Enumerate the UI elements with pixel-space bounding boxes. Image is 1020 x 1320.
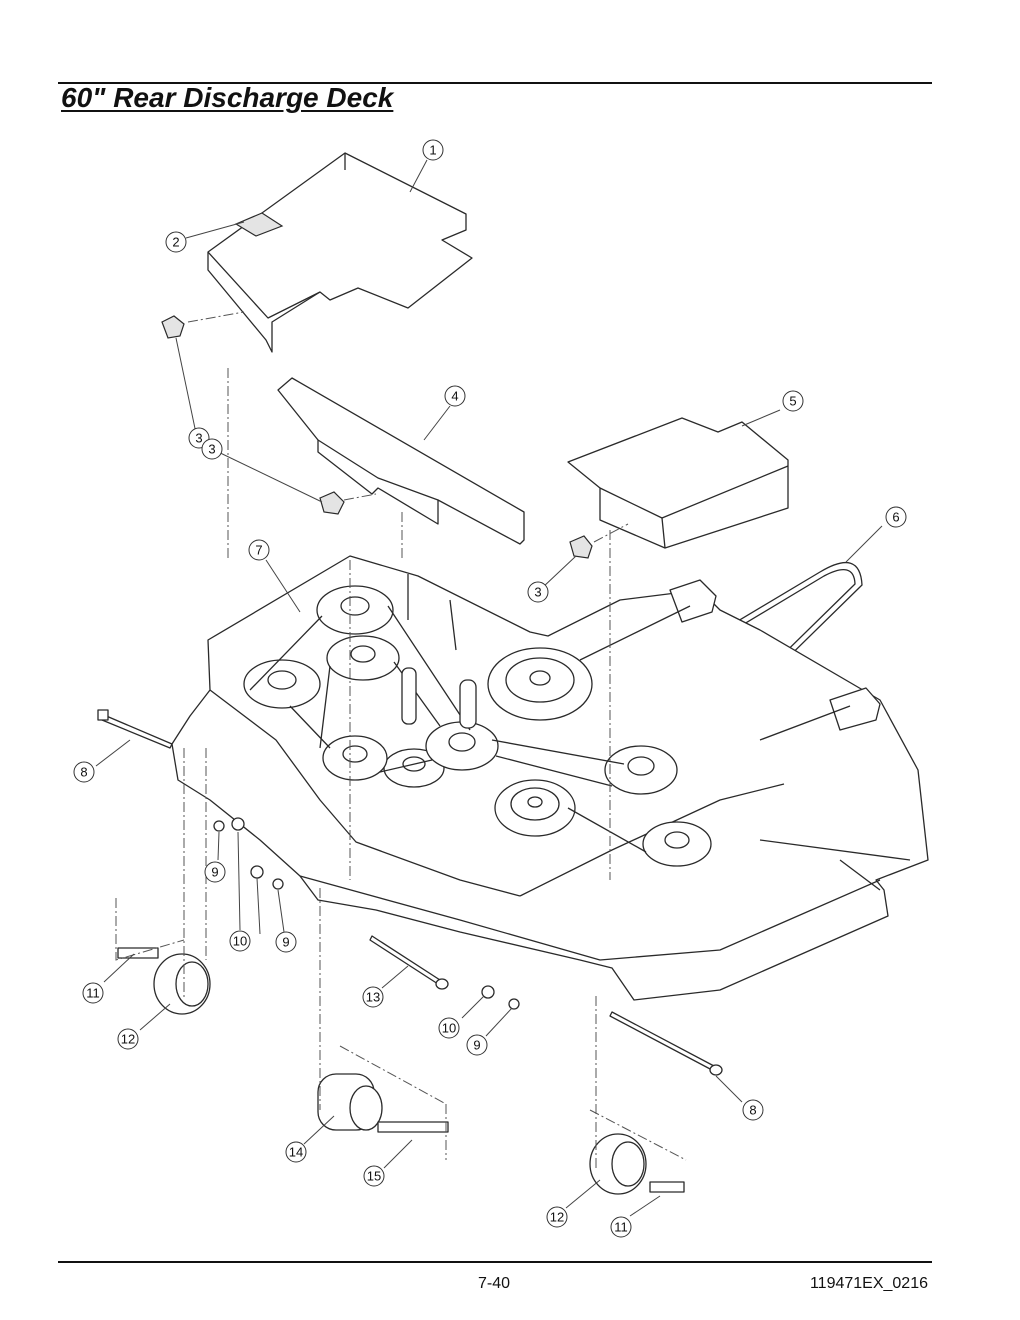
callout-label: 7 bbox=[255, 543, 262, 558]
callout-label: 12 bbox=[121, 1032, 135, 1047]
callout-label: 10 bbox=[442, 1021, 456, 1036]
callout-7: 7 bbox=[248, 539, 270, 561]
callout-label: 3 bbox=[534, 585, 541, 600]
callout-label: 9 bbox=[282, 935, 289, 950]
page-number: 7-40 bbox=[478, 1275, 511, 1292]
callout-11: 11 bbox=[82, 982, 104, 1004]
callout-8: 8 bbox=[73, 761, 95, 783]
callout-4: 4 bbox=[444, 385, 466, 407]
callout-2: 2 bbox=[165, 231, 187, 253]
callout-12: 12 bbox=[546, 1206, 568, 1228]
callout-5: 5 bbox=[782, 390, 804, 412]
callout-9: 9 bbox=[466, 1034, 488, 1056]
callout-1: 1 bbox=[422, 139, 444, 161]
callout-label: 8 bbox=[80, 765, 87, 780]
assembly-lines bbox=[115, 311, 687, 1170]
part-washers-nuts bbox=[213, 817, 520, 1010]
callout-label: 3 bbox=[195, 431, 202, 446]
top-rule bbox=[58, 82, 932, 84]
callout-13: 13 bbox=[362, 986, 384, 1008]
callout-3: 3 bbox=[527, 581, 549, 603]
callout-label: 6 bbox=[892, 510, 899, 525]
callout-label: 14 bbox=[289, 1145, 303, 1160]
callout-label: 9 bbox=[473, 1038, 480, 1053]
callout-9: 9 bbox=[204, 861, 226, 883]
part-pulleys bbox=[243, 585, 712, 867]
part-wheels bbox=[117, 947, 685, 1195]
document-id: 119471EX_0216 bbox=[809, 1275, 928, 1292]
part-decal bbox=[234, 212, 284, 237]
callout-8: 8 bbox=[742, 1099, 764, 1121]
callout-11: 11 bbox=[610, 1216, 632, 1238]
callout-label: 8 bbox=[749, 1103, 756, 1118]
callout-12: 12 bbox=[117, 1028, 139, 1050]
callout-label: 11 bbox=[86, 986, 100, 1001]
part-center-shield bbox=[277, 377, 525, 545]
callout-9: 9 bbox=[275, 931, 297, 953]
part-bolts bbox=[97, 709, 723, 1076]
page-title: 60" Rear Discharge Deck bbox=[61, 82, 394, 113]
callout-label: 15 bbox=[367, 1169, 381, 1184]
callout-15: 15 bbox=[363, 1165, 385, 1187]
callout-leaders bbox=[95, 159, 883, 1217]
callout-label: 2 bbox=[172, 235, 179, 250]
part-belt-cover-right bbox=[567, 417, 789, 549]
part-belt-cover-top bbox=[207, 152, 473, 353]
part-hardware bbox=[401, 574, 881, 741]
callout-label: 3 bbox=[208, 442, 215, 457]
part-knobs bbox=[161, 315, 593, 559]
callout-10: 10 bbox=[229, 930, 251, 952]
callout-6: 6 bbox=[885, 506, 907, 528]
callout-label: 4 bbox=[451, 389, 458, 404]
callout-3: 3 bbox=[201, 438, 223, 460]
part-belt bbox=[429, 562, 863, 831]
callout-label: 11 bbox=[614, 1220, 628, 1235]
callout-14: 14 bbox=[285, 1141, 307, 1163]
callout-label: 13 bbox=[366, 990, 380, 1005]
callout-10: 10 bbox=[438, 1017, 460, 1039]
callout-label: 9 bbox=[211, 865, 218, 880]
callout-label: 1 bbox=[429, 143, 436, 158]
bottom-rule bbox=[58, 1261, 932, 1263]
callout-label: 12 bbox=[550, 1210, 564, 1225]
callout-label: 10 bbox=[233, 934, 247, 949]
callout-label: 5 bbox=[789, 394, 796, 409]
part-deck-belt bbox=[249, 605, 647, 853]
